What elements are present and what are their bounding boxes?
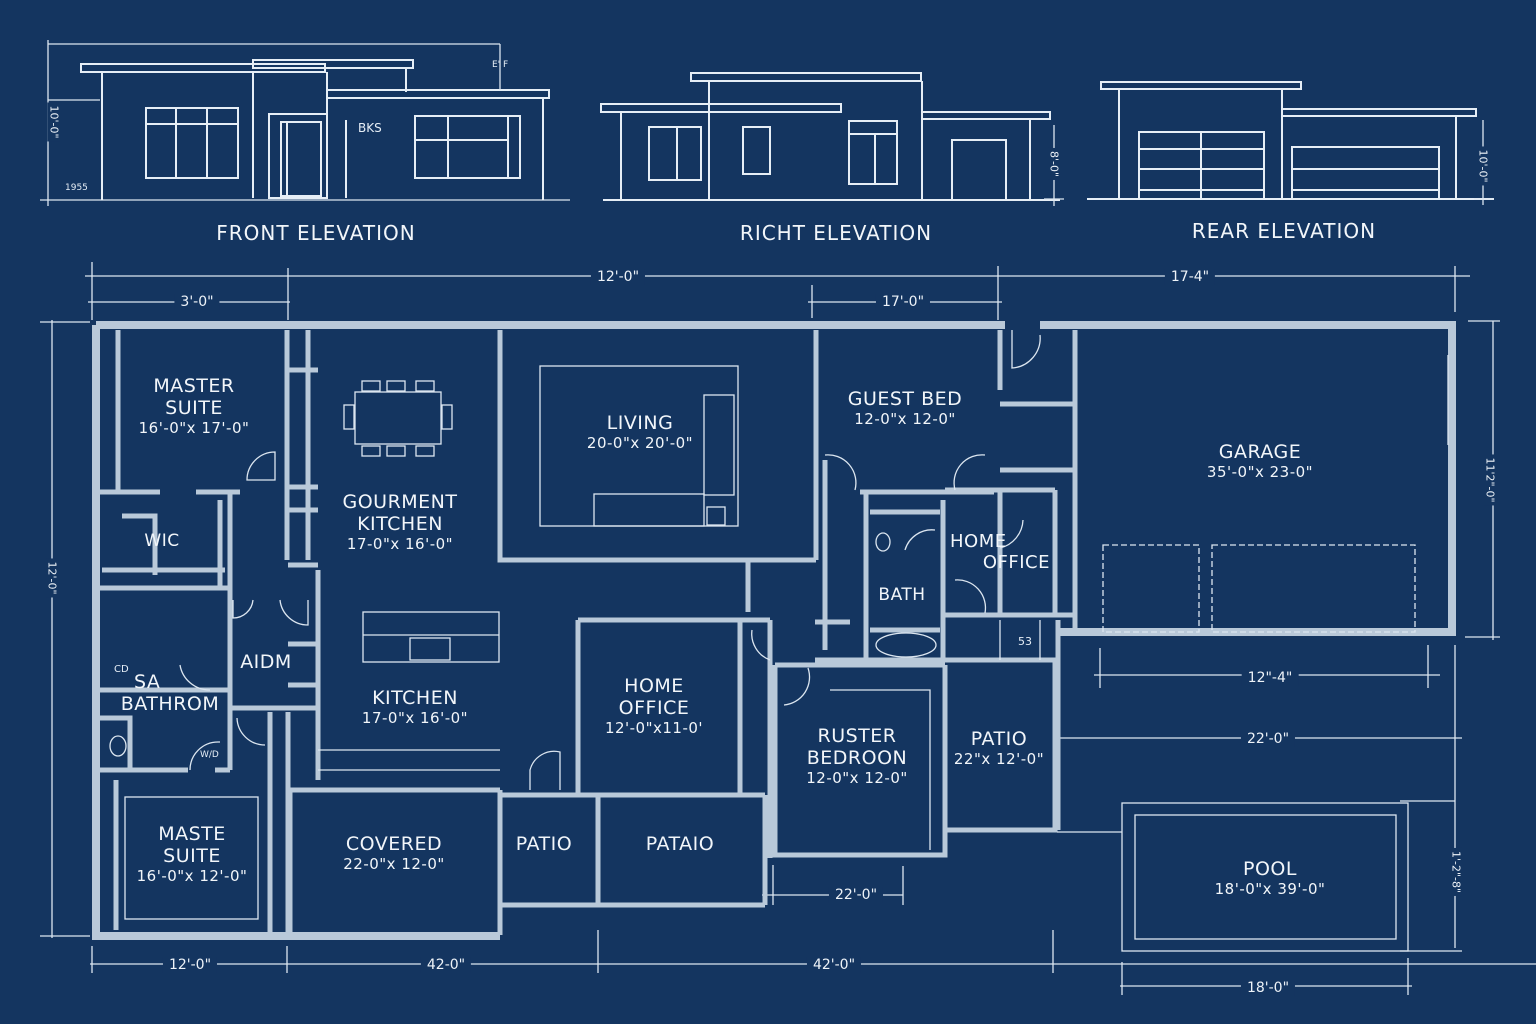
dim-bottom-1: 12'-0" [162,957,218,973]
right-elevation-title: RICHT ELEVATION [739,221,933,245]
closet-tag: 53 [1018,635,1032,648]
room-patio-small: PATIO [515,833,573,855]
room-covered: COVERED 22-0"x 12-0" [343,833,445,873]
dim-top-left: 3'-0" [174,294,220,310]
front-elevation-drawing [40,40,570,206]
room-pataio: PATAIO [645,833,715,855]
room-aidm: AIDM [240,651,292,673]
wd-annotation: W/D [200,750,219,760]
right-elevation-height: 8'-0" [1047,147,1061,181]
front-elevation-title: FRONT ELEVATION [216,221,416,245]
room-home-office-2: HOME OFFICE 12'-0"x11-0' [604,675,704,737]
room-master-suite: MASTER SUITE 16'-0"x 17'-0" [138,375,250,437]
cd-annotation: CD [114,664,129,675]
dim-bottom-3: 42'-0" [806,957,862,973]
dim-top-overall-right: 17-4" [1164,269,1216,285]
furniture [109,330,1041,790]
dim-pool-bottom: 18'-0" [1240,980,1296,996]
dim-right-vertical-lower: 1'-2"-8" [1449,847,1463,897]
dim-top-mid: 17'-0" [875,294,931,310]
room-living: LIVING 20-0"x 20'-0" [586,412,694,452]
room-bath: BATH [878,585,926,605]
dim-top-overall-left: 12'-0" [590,269,646,285]
floor-plan-walls [92,321,1456,952]
room-maste-suite: MASTE SUITE 16'-0"x 12'-0" [136,823,248,885]
room-kitchen: KITCHEN 17-0"x 16'-0" [361,687,469,727]
front-elevation-side-note: E' F [492,60,509,70]
rear-elevation-drawing [1087,81,1494,205]
rear-elevation-height: 10'-0" [1476,146,1490,186]
room-pool: POOL 18'-0"x 39'-0" [1214,858,1326,898]
rear-elevation-title: REAR ELEVATION [1191,219,1377,243]
dim-left-vertical: 12'-0" [45,558,59,598]
room-guest-bed: GUEST BED 12-0"x 12-0" [847,388,963,428]
dim-right-vertical-upper: 11'2"-0" [1483,454,1497,506]
front-elevation-height: 10'-0" [47,102,61,142]
room-home-office-1: HOME OFFICE [950,531,1050,573]
front-elevation-corner-note: 1955 [65,183,88,193]
right-elevation-drawing [600,72,1064,206]
front-elevation-note: BKS [358,121,382,135]
room-ruster-bedroom: RUSTER BEDROON 12-0"x 12-0" [806,725,908,787]
dim-garage-below-1: 12"-4" [1241,670,1299,686]
room-gourmet-kitchen: GOURMENT KITCHEN 17-0"x 16'-0" [342,491,458,553]
dim-garage-below-2: 22'-0" [1240,731,1296,747]
room-sa-bathroom: SA BATHROM [120,671,220,715]
dim-bedroom-bottom: 22'-0" [828,887,884,903]
room-garage: GARAGE 35'-0"x 23-0" [1206,441,1314,481]
room-patio-right: PATIO 22"x 12'-0" [953,728,1045,768]
room-wic: WIC [144,531,180,551]
dim-bottom-2: 42-0" [420,957,472,973]
